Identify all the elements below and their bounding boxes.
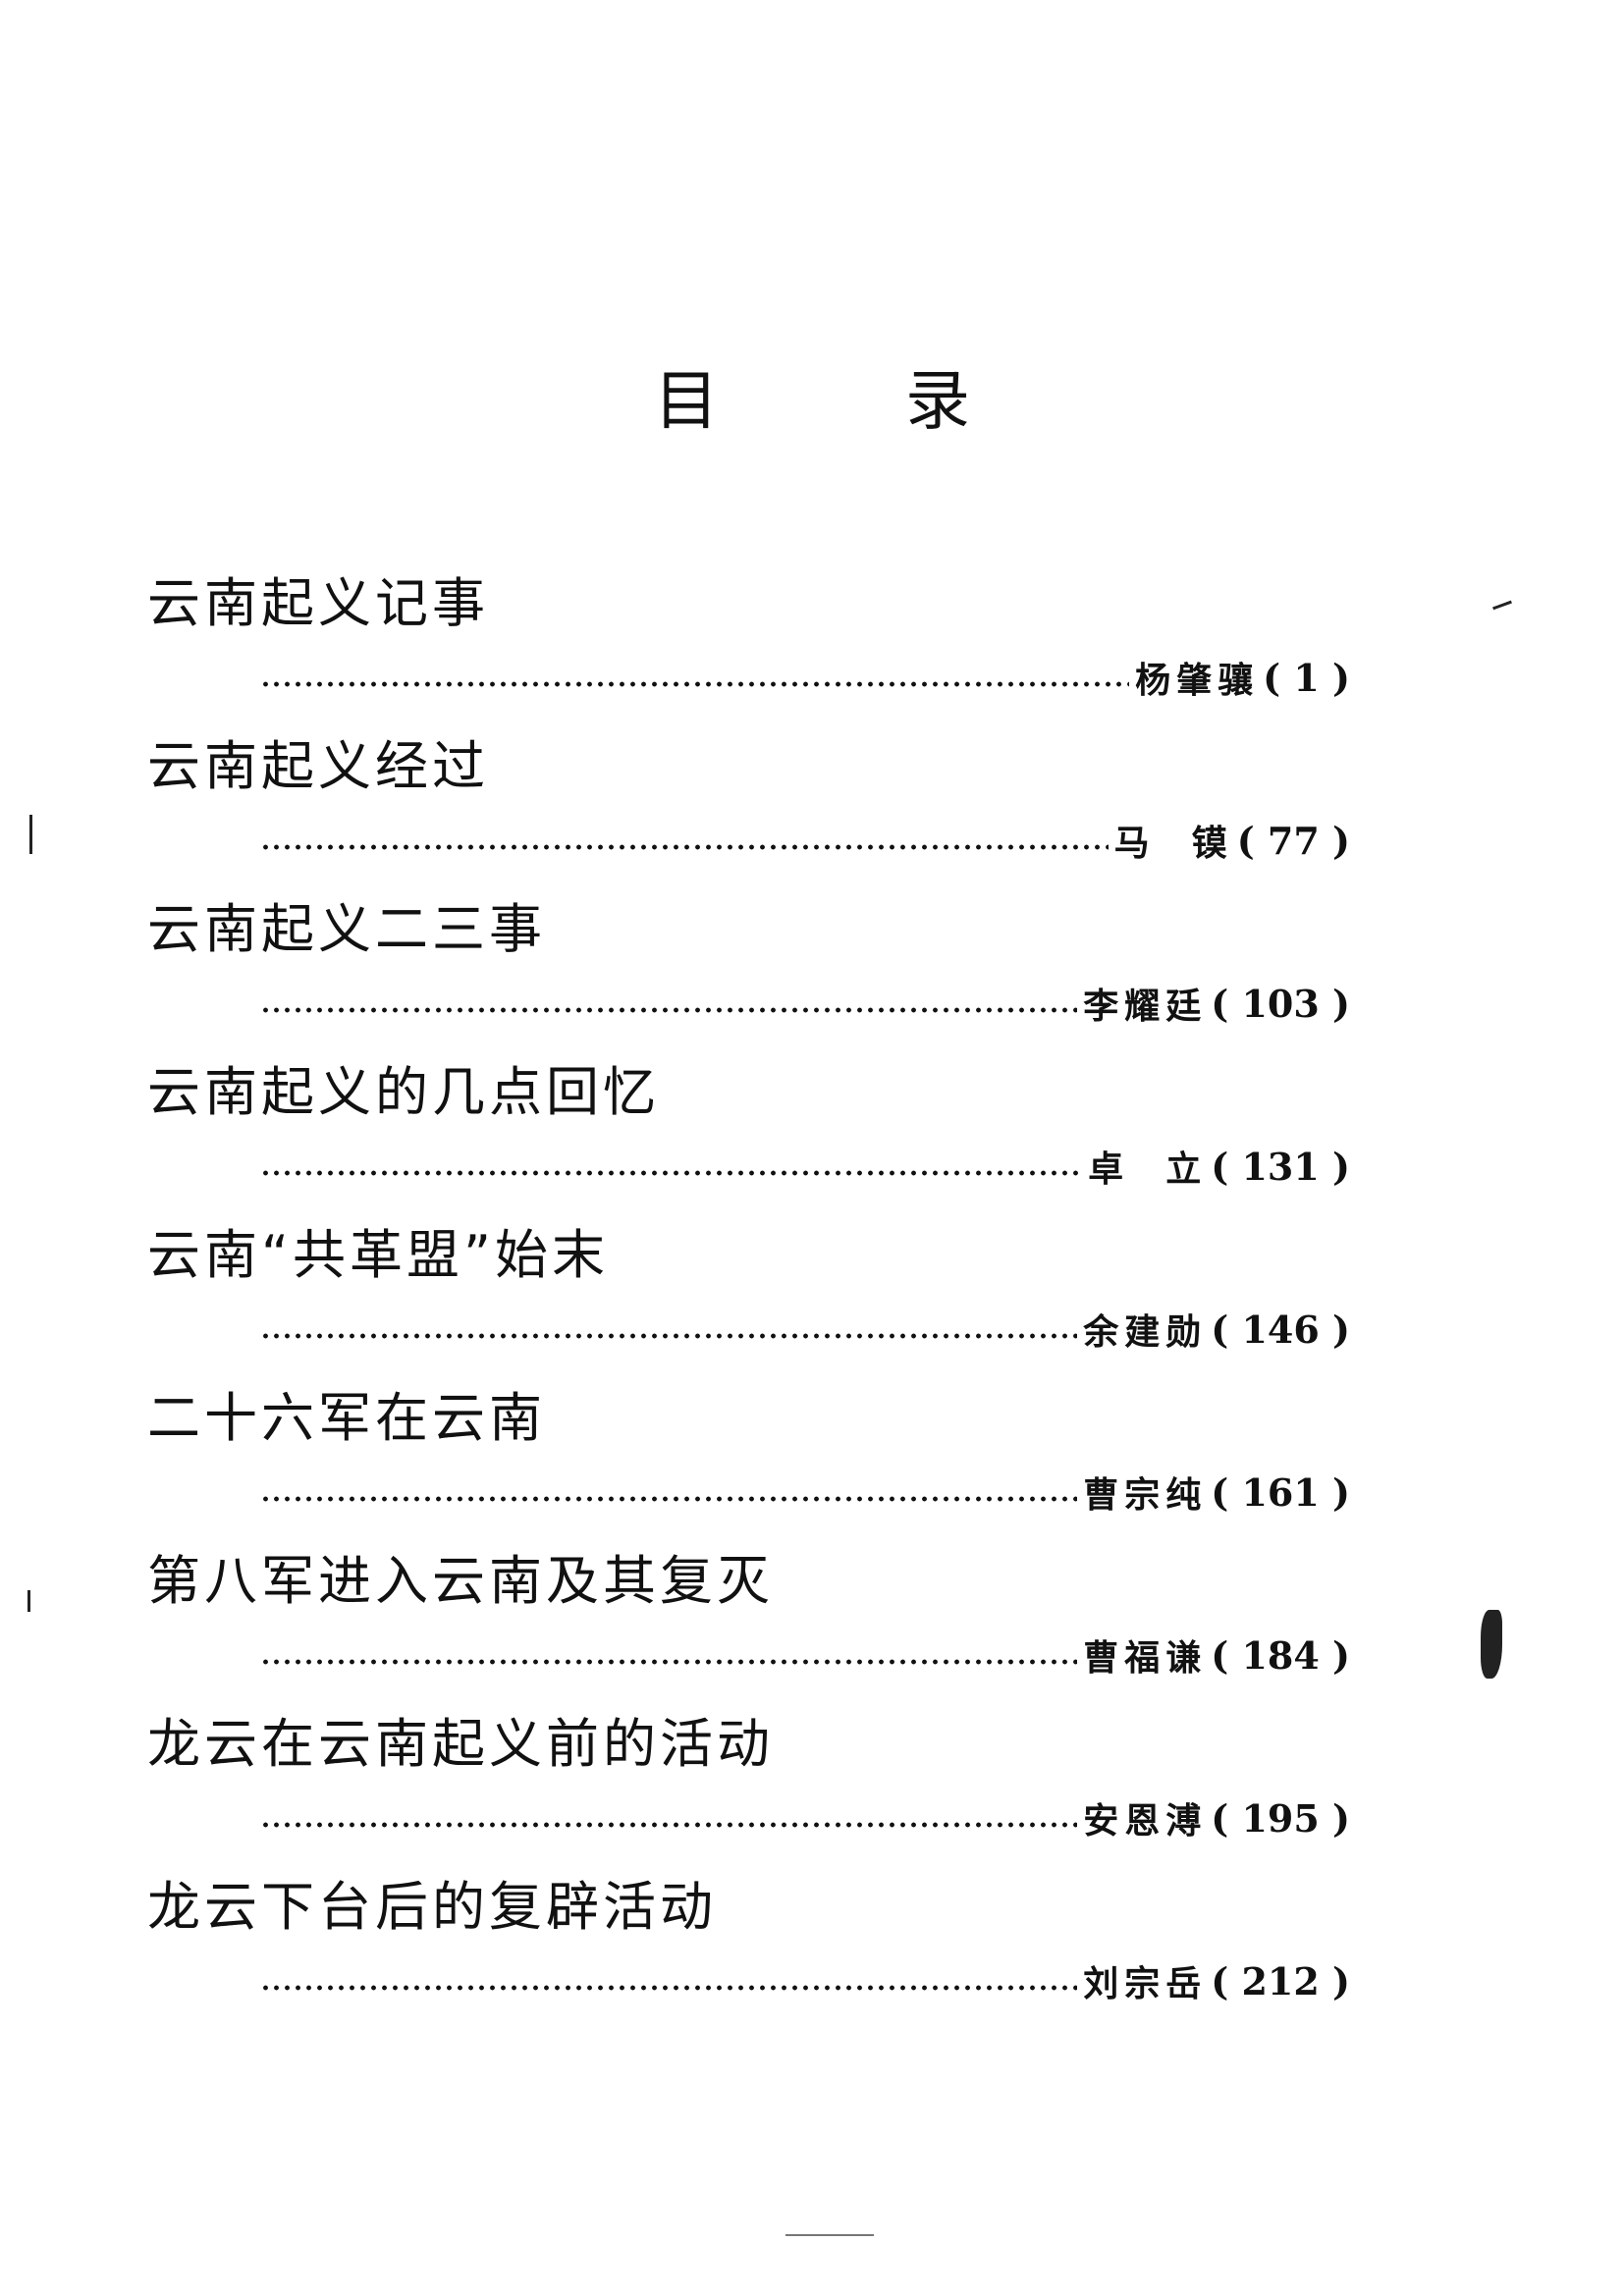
entry-page-number: ( 161 )	[1211, 1469, 1350, 1515]
entry-page-number: ( 184 )	[1211, 1632, 1350, 1678]
entry-author: 杨肇骧	[1135, 660, 1260, 701]
entry-author: 李耀廷	[1083, 986, 1208, 1027]
entry-title: 云南起义二三事	[147, 898, 546, 960]
title-char-1: 目	[654, 363, 719, 439]
entry-leader-line: 曹宗纯 ( 161 )	[260, 1468, 1350, 1517]
toc-entry[interactable]: 云南起义记事 杨肇骧 ( 1 )	[147, 560, 1365, 722]
entry-title: 龙云在云南起义前的活动	[147, 1713, 774, 1775]
entry-page-number: ( 77 )	[1236, 818, 1350, 863]
entry-page-number: ( 131 )	[1211, 1144, 1350, 1189]
entry-title: 云南起义的几点回忆	[147, 1061, 660, 1123]
dot-leader	[260, 681, 1130, 687]
entry-title: 二十六军在云南	[147, 1387, 546, 1449]
entry-leader-line: 刘宗岳 ( 212 )	[260, 1956, 1350, 2005]
entry-leader-line: 马 镆 ( 77 )	[260, 816, 1350, 865]
dot-leader	[260, 1333, 1078, 1339]
entry-author: 刘宗岳	[1083, 1963, 1208, 2004]
dot-leader	[260, 1985, 1078, 1991]
scan-mark	[1492, 600, 1512, 611]
entry-page-number: ( 212 )	[1211, 1958, 1350, 2003]
scan-mark	[29, 815, 32, 854]
entry-author: 曹福谦	[1083, 1637, 1208, 1679]
table-of-contents: 云南起义记事 杨肇骧 ( 1 ) 云南起义经过 马 镆 ( 77 ) 云南起义二…	[147, 560, 1365, 2026]
entry-title: 龙云下台后的复辟活动	[147, 1876, 717, 1938]
toc-entry[interactable]: 云南起义经过 马 镆 ( 77 )	[147, 722, 1365, 885]
entry-leader-line: 李耀廷 ( 103 )	[260, 979, 1350, 1028]
toc-entry[interactable]: 云南“共革盟”始末 余建勋 ( 146 )	[147, 1211, 1365, 1374]
entry-leader-line: 余建勋 ( 146 )	[260, 1305, 1350, 1354]
toc-entry[interactable]: 云南起义二三事 李耀廷 ( 103 )	[147, 885, 1365, 1048]
toc-entry[interactable]: 第八军进入云南及其复灭 曹福谦 ( 184 )	[147, 1537, 1365, 1700]
entry-page-number: ( 146 )	[1211, 1307, 1350, 1352]
entry-title: 云南“共革盟”始末	[147, 1224, 609, 1286]
entry-author: 马 镆	[1113, 823, 1233, 864]
dot-leader	[260, 1170, 1083, 1176]
dot-leader	[260, 1007, 1078, 1013]
toc-entry[interactable]: 龙云下台后的复辟活动 刘宗岳 ( 212 )	[147, 1863, 1365, 2026]
dot-leader	[260, 844, 1109, 850]
page-title: 目录	[0, 348, 1624, 443]
scan-mark	[785, 2234, 874, 2236]
entry-author: 曹宗纯	[1083, 1474, 1208, 1516]
entry-title: 云南起义经过	[147, 735, 489, 797]
entry-leader-line: 杨肇骧 ( 1 )	[260, 653, 1350, 702]
toc-entry[interactable]: 二十六军在云南 曹宗纯 ( 161 )	[147, 1374, 1365, 1537]
entry-page-number: ( 1 )	[1263, 655, 1350, 700]
entry-title: 云南起义记事	[147, 572, 489, 634]
entry-leader-line: 曹福谦 ( 184 )	[260, 1630, 1350, 1680]
title-char-2: 录	[905, 363, 970, 439]
entry-page-number: ( 195 )	[1211, 1795, 1350, 1841]
toc-entry[interactable]: 龙云在云南起义前的活动 安恩溥 ( 195 )	[147, 1700, 1365, 1863]
dot-leader	[260, 1659, 1078, 1665]
scan-mark	[27, 1590, 30, 1612]
dot-leader	[260, 1822, 1078, 1828]
entry-leader-line: 安恩溥 ( 195 )	[260, 1793, 1350, 1842]
dot-leader	[260, 1496, 1078, 1502]
toc-entry[interactable]: 云南起义的几点回忆 卓 立 ( 131 )	[147, 1048, 1365, 1211]
entry-page-number: ( 103 )	[1211, 981, 1350, 1026]
entry-author: 安恩溥	[1083, 1800, 1208, 1842]
entry-author: 卓 立	[1088, 1148, 1208, 1190]
entry-leader-line: 卓 立 ( 131 )	[260, 1142, 1350, 1191]
entry-author: 余建勋	[1083, 1311, 1208, 1353]
scan-mark	[1481, 1610, 1502, 1679]
entry-title: 第八军进入云南及其复灭	[147, 1550, 774, 1612]
